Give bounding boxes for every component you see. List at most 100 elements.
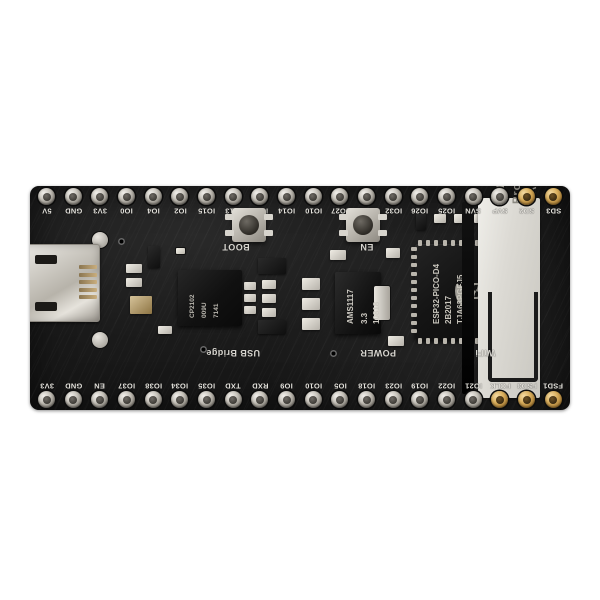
via-1 <box>118 238 125 245</box>
bottom-pin-io5[interactable]: IO5 <box>328 368 351 408</box>
pin-pad[interactable] <box>144 188 162 205</box>
bottom-pin-fsd3[interactable]: FSD3 <box>515 368 538 408</box>
bottom-pin-io10[interactable]: IO10 <box>302 368 325 408</box>
bottom-pin-en[interactable]: EN <box>88 368 111 408</box>
pin-pad[interactable] <box>384 391 402 408</box>
top-pin-sd2[interactable]: SD2 <box>515 188 538 228</box>
pin-pad[interactable] <box>91 188 109 205</box>
top-pin-io15[interactable]: IO15 <box>195 188 218 228</box>
en-button[interactable] <box>339 208 387 242</box>
bottom-pin-io35[interactable]: IO35 <box>195 368 218 408</box>
top-pin-3v3[interactable]: 3V3 <box>88 188 111 228</box>
pin-pad[interactable] <box>331 188 349 205</box>
passive-r2 <box>258 320 286 334</box>
pin-pad[interactable] <box>251 391 269 408</box>
pin-pad[interactable] <box>491 391 509 408</box>
pin-pad[interactable] <box>171 188 189 205</box>
pin-pad[interactable] <box>411 188 429 205</box>
pin-pad[interactable] <box>64 391 82 408</box>
pin-label: IO10 <box>304 381 322 390</box>
pin-pad[interactable] <box>64 188 82 205</box>
pin-pad[interactable] <box>278 391 296 408</box>
top-pin-io33[interactable]: IO33 <box>355 188 378 228</box>
pin-pad[interactable] <box>544 391 562 408</box>
micro-usb-connector[interactable] <box>30 244 100 322</box>
bridge-ic-mark-1: CP2102 <box>189 294 196 319</box>
top-pin-svn[interactable]: SVN <box>462 188 485 228</box>
pin-pad[interactable] <box>91 391 109 408</box>
pin-pad[interactable] <box>544 188 562 205</box>
top-pin-svp[interactable]: SVP <box>488 188 511 228</box>
pin-label: RXD <box>251 381 269 390</box>
pin-pad[interactable] <box>518 188 536 205</box>
pin-pad[interactable] <box>251 188 269 205</box>
pin-pad[interactable] <box>198 188 216 205</box>
pin-pad[interactable] <box>304 391 322 408</box>
bottom-pin-txd[interactable]: TXD <box>222 368 245 408</box>
pin-pad[interactable] <box>438 391 456 408</box>
pin-pad[interactable] <box>38 391 55 408</box>
top-pin-io12[interactable]: IO12 <box>248 188 271 228</box>
pin-pad[interactable] <box>118 391 136 408</box>
pin-pad[interactable] <box>411 391 429 408</box>
pin-pad[interactable] <box>38 188 55 205</box>
pin-pad[interactable] <box>358 188 376 205</box>
pin-pad[interactable] <box>304 188 322 205</box>
bottom-pin-io9[interactable]: IO9 <box>275 368 298 408</box>
pin-pad[interactable] <box>384 188 402 205</box>
top-pin-io25[interactable]: IO25 <box>435 188 458 228</box>
top-pin-io4[interactable]: IO4 <box>142 188 165 228</box>
pin-label: IO2 <box>173 206 187 216</box>
passive-c15 <box>388 336 404 346</box>
passive-c11 <box>302 298 320 310</box>
bottom-pin-io18[interactable]: IO18 <box>355 368 378 408</box>
bottom-pin-gnd[interactable]: GND <box>62 368 85 408</box>
bottom-pin-rxd[interactable]: RXD <box>248 368 271 408</box>
pin-pad[interactable] <box>491 188 509 205</box>
antenna-label: 1711 Prodaly OAO <box>478 186 540 398</box>
top-pin-io26[interactable]: IO26 <box>408 188 431 228</box>
bottom-pin-fclk[interactable]: FCLK <box>488 368 511 408</box>
passive-c6 <box>244 306 256 314</box>
pin-pad[interactable] <box>118 188 136 205</box>
pin-pad[interactable] <box>171 391 189 408</box>
pin-pad[interactable] <box>198 391 216 408</box>
pin-pad[interactable] <box>224 391 242 408</box>
pin-pad[interactable] <box>331 391 349 408</box>
voltage-regulator: AMS1117 3.3 10818 <box>335 272 390 334</box>
pin-label: SVN <box>465 206 482 216</box>
top-pin-io10[interactable]: IO10 <box>302 188 325 228</box>
usb-bridge-ic: CP2102 009U 7141 <box>178 270 242 326</box>
bottom-pin-io38[interactable]: IO38 <box>142 368 165 408</box>
boot-button[interactable] <box>225 208 273 242</box>
top-pin-5v[interactable]: 5V <box>35 188 58 228</box>
pin-label: TXD <box>225 381 241 390</box>
pin-pad[interactable] <box>518 391 536 408</box>
bottom-pin-fsd1[interactable]: FSD1 <box>542 368 565 408</box>
pin-pad[interactable] <box>438 188 456 205</box>
bottom-pin-io23[interactable]: IO23 <box>382 368 405 408</box>
pin-label: SVP <box>492 206 508 216</box>
passive-c1 <box>126 264 142 273</box>
pin-pad[interactable] <box>224 188 242 205</box>
pin-pad[interactable] <box>358 391 376 408</box>
pin-pad[interactable] <box>464 391 482 408</box>
pin-pad[interactable] <box>278 188 296 205</box>
top-pin-io2[interactable]: IO2 <box>168 188 191 228</box>
top-pin-io0[interactable]: IO0 <box>115 188 138 228</box>
bottom-pin-io19[interactable]: IO19 <box>408 368 431 408</box>
pin-pad[interactable] <box>464 188 482 205</box>
bottom-pin-3v3[interactable]: 3V3 <box>35 368 58 408</box>
pin-pad[interactable] <box>144 391 162 408</box>
top-pin-sd3[interactable]: SD3 <box>542 188 565 228</box>
top-pin-io14[interactable]: IO14 <box>275 188 298 228</box>
bottom-pin-io37[interactable]: IO37 <box>115 368 138 408</box>
top-pin-io32[interactable]: IO32 <box>382 188 405 228</box>
top-pin-io27[interactable]: IO27 <box>328 188 351 228</box>
top-pin-io13[interactable]: IO13 <box>222 188 245 228</box>
bottom-pin-io21[interactable]: IO21 <box>462 368 485 408</box>
bottom-pin-io22[interactable]: IO22 <box>435 368 458 408</box>
bottom-pin-io34[interactable]: IO34 <box>168 368 191 408</box>
top-pin-gnd[interactable]: GND <box>62 188 85 228</box>
module-mark-1: ESP32-PICO-D4 <box>432 263 441 324</box>
